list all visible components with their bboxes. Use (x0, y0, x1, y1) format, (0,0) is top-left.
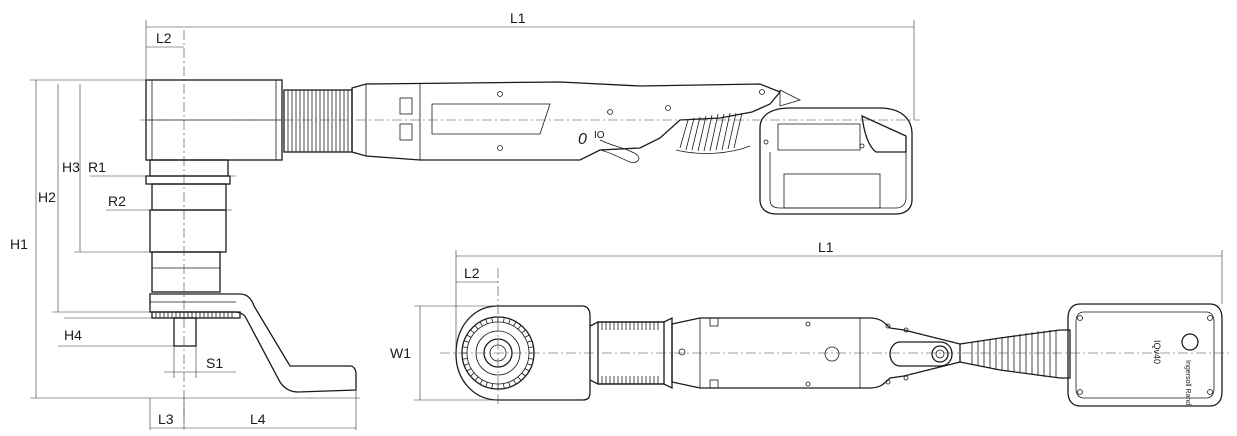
dim-label-R1: R1 (88, 159, 106, 175)
battery-pack (759, 107, 913, 215)
dim-label-H3: H3 (62, 159, 80, 175)
top-handle-ribs (971, 330, 1057, 378)
reaction-arm (149, 293, 357, 393)
dim-label-L3: L3 (158, 411, 174, 427)
battery-model-text: IQv40 (1152, 340, 1162, 364)
dim-label-L4: L4 (250, 411, 266, 427)
reaction-neck (151, 251, 221, 293)
rear-grip-ribs (679, 112, 743, 152)
top-dim-label-L2: L2 (464, 265, 480, 281)
lever-mark: 0 (578, 131, 587, 148)
brand-logo (1181, 333, 1199, 351)
dim-label-H4: H4 (64, 327, 82, 343)
front-grip-rib-lines (287, 90, 349, 152)
top-view: Ingersoll Rand IQv40 L1 L2 W1 (390, 239, 1232, 407)
top-dimension-lines (414, 250, 1223, 401)
neck-upper (149, 159, 229, 177)
top-battery (1067, 303, 1223, 407)
side-dimension-lines (30, 20, 915, 430)
dim-label-L2: L2 (156, 30, 172, 46)
dim-label-L1: L1 (510, 10, 526, 26)
top-head (455, 305, 591, 401)
dim-label-R2: R2 (108, 193, 126, 209)
side-view: 0 IO (10, 10, 920, 430)
dim-label-S1: S1 (206, 355, 223, 371)
dim-label-H1: H1 (10, 236, 28, 252)
motor-housing (351, 81, 782, 161)
svg-text:IO: IO (594, 130, 605, 141)
trigger (599, 139, 640, 163)
brand-text: Ingersoll Rand (1184, 360, 1191, 405)
square-drive (173, 317, 197, 347)
top-handle (959, 329, 1071, 379)
top-dim-label-W1: W1 (390, 345, 411, 361)
dim-label-H2: H2 (38, 189, 56, 205)
neck-middle (151, 183, 227, 211)
front-grip-ribs (283, 89, 353, 153)
top-dim-label-L1: L1 (818, 239, 834, 255)
